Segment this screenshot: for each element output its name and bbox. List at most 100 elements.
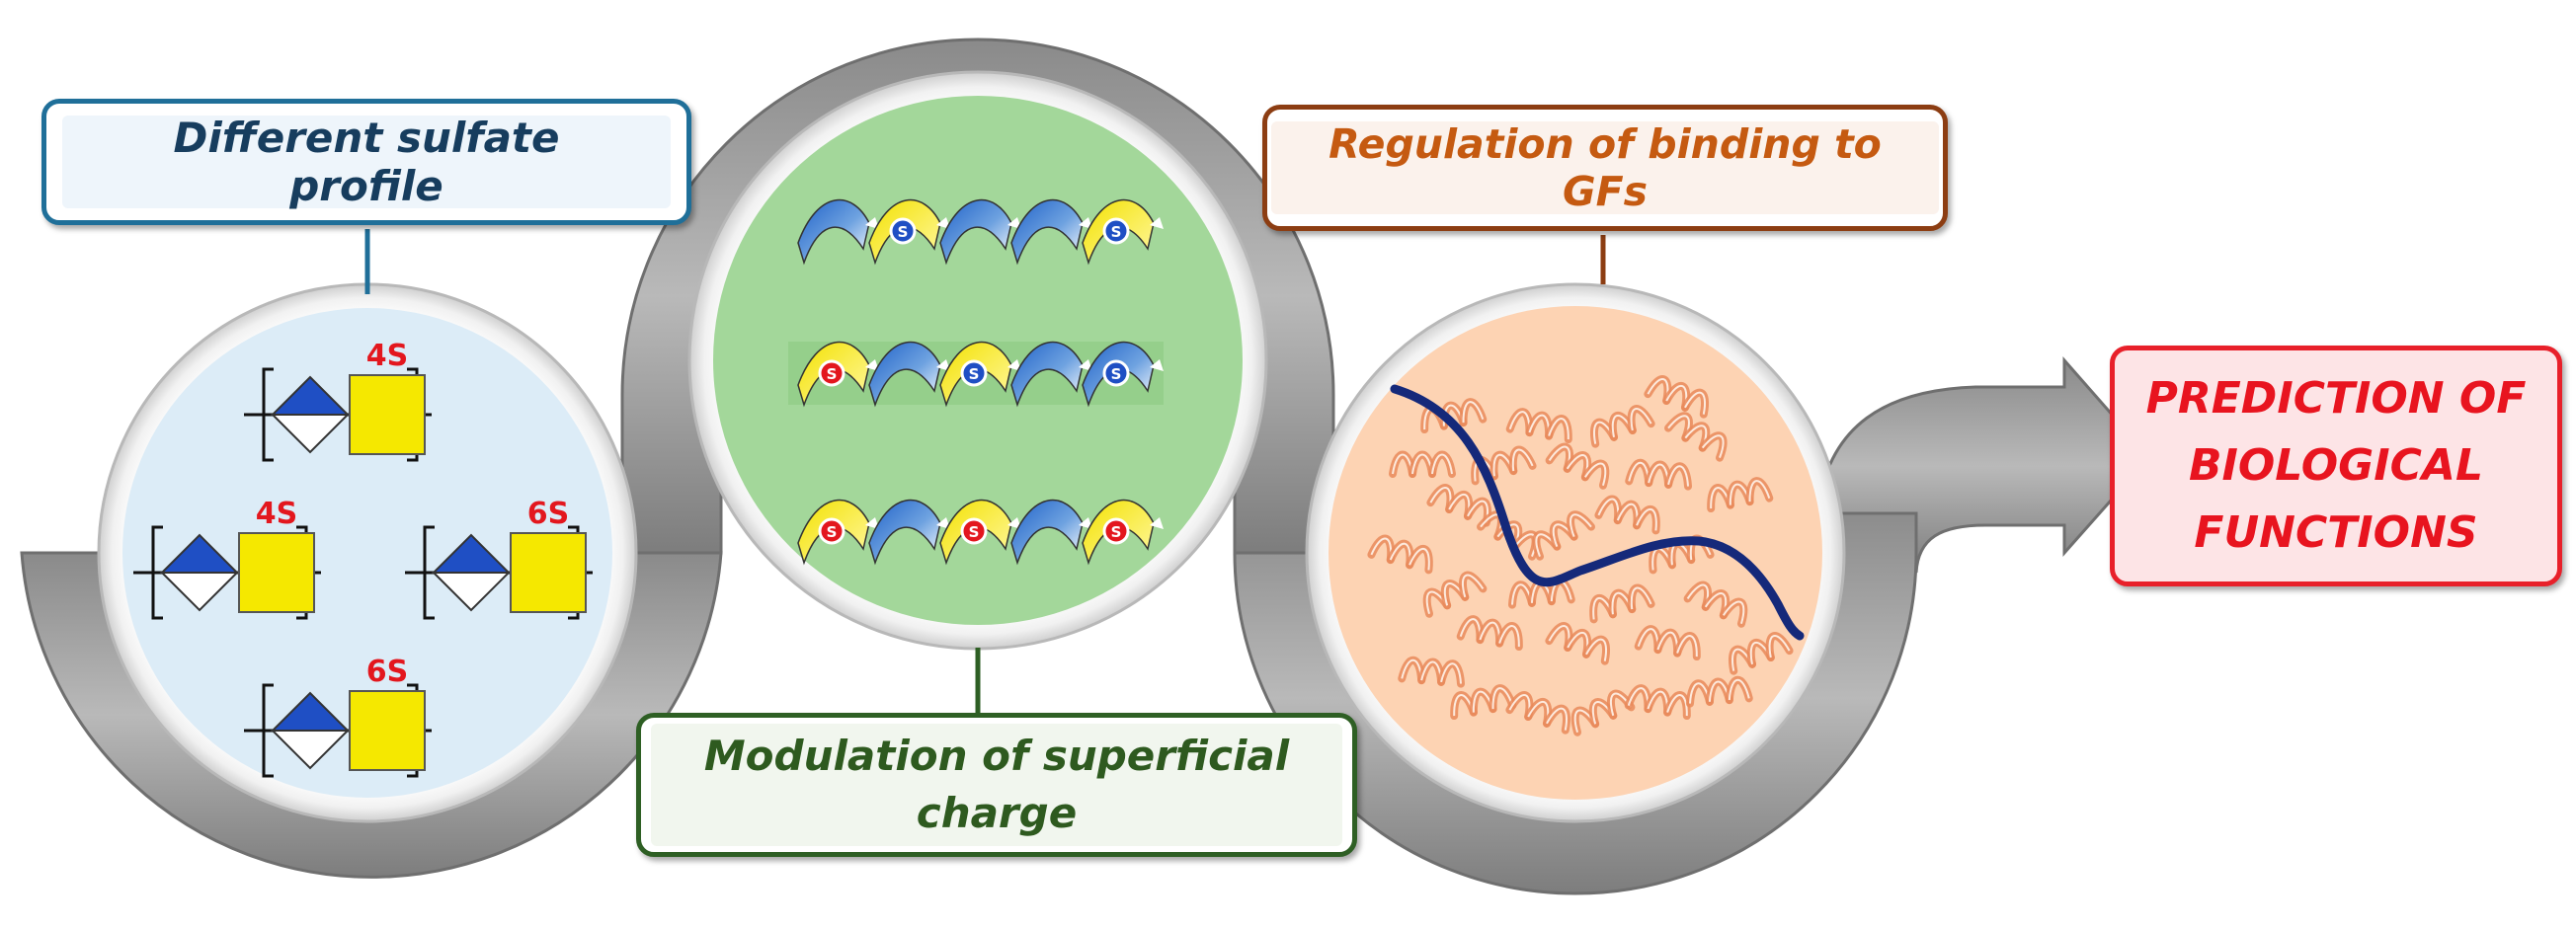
helix-turn bbox=[797, 341, 870, 408]
protein-helix bbox=[1505, 408, 1572, 444]
protein-helix bbox=[1545, 442, 1610, 490]
helix-tab bbox=[1150, 517, 1164, 529]
helix-turn bbox=[868, 198, 941, 266]
disaccharide-4s-middle: 4S bbox=[133, 497, 321, 620]
charge-marker: S bbox=[960, 359, 988, 387]
svg-text:S: S bbox=[1111, 523, 1122, 541]
svg-text:S: S bbox=[1111, 223, 1122, 241]
superficial-charge-label: Modulation of superficial charge bbox=[651, 724, 1342, 846]
svg-text:S: S bbox=[969, 523, 980, 541]
bracket-left bbox=[151, 525, 163, 620]
helix-tab bbox=[865, 217, 879, 229]
helix-turn bbox=[868, 499, 941, 566]
diamond-bottom-half bbox=[431, 572, 512, 612]
helix-turn bbox=[1082, 198, 1155, 266]
helix-turn bbox=[939, 499, 1012, 566]
gf-binding-label: Regulation of binding to GFs bbox=[1271, 120, 1939, 215]
svg-text:S: S bbox=[1111, 365, 1122, 383]
disaccharide-6s-middle: 6S bbox=[405, 497, 593, 620]
disaccharide-units: 4S 4S 6S 6S bbox=[133, 339, 593, 778]
sulfate-profile-label: Different sulfate profile bbox=[62, 114, 671, 210]
protein-helix bbox=[1634, 625, 1701, 661]
helix-tab bbox=[1079, 217, 1092, 229]
charge-marker: S bbox=[889, 217, 917, 245]
helix-tab bbox=[936, 359, 950, 371]
protein-helix bbox=[1456, 615, 1523, 652]
helix-turn bbox=[797, 198, 870, 266]
svg-text:S: S bbox=[969, 365, 980, 383]
uronic-acid-square bbox=[510, 532, 587, 613]
helix-turn bbox=[797, 499, 870, 566]
protein-helix bbox=[1707, 477, 1774, 513]
helix-tab bbox=[1079, 517, 1092, 529]
uronic-acid-square bbox=[349, 690, 426, 771]
protein-helix bbox=[1532, 510, 1595, 561]
protein-helix bbox=[1683, 581, 1748, 628]
protein-helix bbox=[1505, 691, 1570, 735]
diamond-bottom-half bbox=[270, 414, 351, 454]
helix-tab bbox=[1007, 217, 1021, 229]
charge-marker: S bbox=[818, 517, 845, 545]
helix-tab bbox=[1150, 217, 1164, 229]
growth-factor-binding-circle bbox=[1305, 282, 1846, 823]
helix-tab bbox=[936, 517, 950, 529]
diamond-bottom-half bbox=[270, 730, 351, 770]
protein-helix bbox=[1589, 583, 1655, 624]
helix-turn bbox=[939, 198, 1012, 266]
protein-helix bbox=[1389, 450, 1456, 478]
helix-tab bbox=[1079, 359, 1092, 371]
charge-marker: S bbox=[1102, 517, 1130, 545]
uronic-acid-square bbox=[238, 532, 315, 613]
gf-binding-label-box: Regulation of binding to GFs bbox=[1262, 105, 1948, 231]
helix-tab bbox=[936, 217, 950, 229]
protein-helix bbox=[1398, 656, 1466, 688]
protein-helix bbox=[1590, 405, 1655, 448]
protein-helix bbox=[1422, 571, 1488, 618]
helix-turn bbox=[1010, 198, 1084, 266]
protein-structure bbox=[1367, 375, 1794, 736]
helix-turn bbox=[1010, 499, 1084, 566]
protein-helix bbox=[1685, 675, 1753, 708]
disaccharide-6s-bottom: 6S bbox=[244, 655, 432, 778]
sulfate-profile-label-box: Different sulfate profile bbox=[41, 99, 691, 225]
protein-helix bbox=[1624, 684, 1691, 721]
helix-turn bbox=[1010, 341, 1084, 408]
superficial-charge-label-box: Modulation of superficial charge bbox=[636, 713, 1357, 857]
sulfate-label: 6S bbox=[527, 497, 569, 531]
helix-tab bbox=[1007, 359, 1021, 371]
svg-text:S: S bbox=[898, 223, 909, 241]
bracket-left bbox=[262, 367, 274, 462]
charge-marker: S bbox=[960, 517, 988, 545]
helix-turn bbox=[868, 341, 941, 408]
protein-helix bbox=[1625, 458, 1693, 491]
helix-turn bbox=[1082, 341, 1155, 408]
svg-text:S: S bbox=[827, 523, 838, 541]
protein-helix bbox=[1664, 412, 1728, 462]
svg-text:S: S bbox=[827, 365, 838, 383]
bracket-left bbox=[423, 525, 435, 620]
charge-marker: S bbox=[1102, 359, 1130, 387]
diamond-bottom-half bbox=[159, 572, 240, 612]
charge-marker: S bbox=[818, 359, 845, 387]
ligand-strand bbox=[1390, 384, 1805, 641]
sulfate-profile-circle: 4S 4S 6S 6S bbox=[97, 282, 638, 823]
helix-tab bbox=[1150, 359, 1164, 371]
disaccharide-4s-top: 4S bbox=[244, 339, 432, 462]
charge-marker: S bbox=[1102, 217, 1130, 245]
sulfate-label: 6S bbox=[366, 655, 408, 689]
helix-turn bbox=[939, 341, 1012, 408]
sulfate-label: 4S bbox=[256, 497, 297, 531]
helix-turn bbox=[1082, 499, 1155, 566]
protein-helix bbox=[1450, 684, 1517, 721]
protein-helix bbox=[1545, 622, 1610, 665]
protein-helix bbox=[1367, 534, 1433, 575]
uronic-acid-square bbox=[349, 374, 426, 455]
sulfate-label: 4S bbox=[366, 339, 408, 373]
